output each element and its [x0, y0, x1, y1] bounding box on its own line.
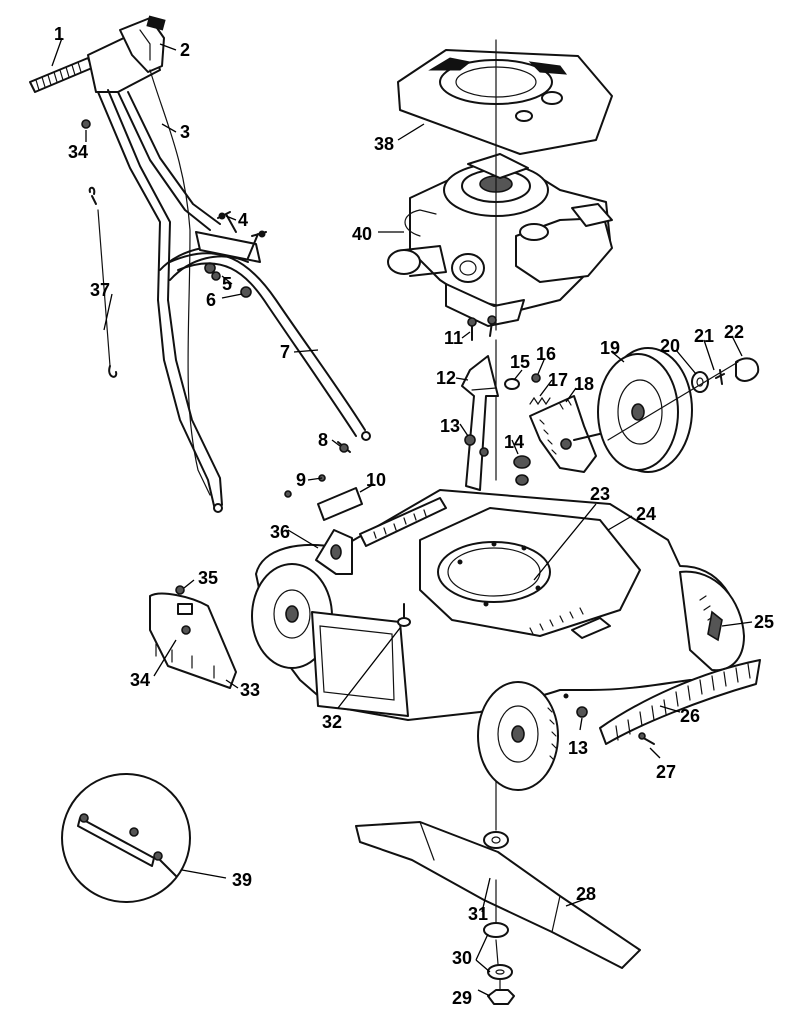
upper-handle-right-tube: [117, 91, 221, 231]
callout-21: 21: [694, 326, 714, 346]
callout-24: 24: [636, 504, 656, 524]
callout-19: 19: [600, 338, 620, 358]
deck-trim-plate: [317, 487, 363, 521]
callout-25: 25: [754, 612, 774, 632]
wheel-clip: [715, 369, 725, 385]
callout-26: 26: [680, 706, 700, 726]
callout-22: 22: [724, 322, 744, 342]
blade-assembly: [355, 821, 641, 1005]
callout-7: 7: [280, 342, 290, 362]
callout-15: 15: [510, 352, 530, 372]
height-adjuster-plate: [529, 395, 597, 473]
mower-blade: [355, 821, 641, 969]
lower-handle: [157, 245, 251, 511]
callout-39: 39: [232, 870, 252, 890]
callout-labels: 1 2 3 4 5 6 7 8 9 10 11 12 13 13 14 15 1…: [54, 24, 774, 1008]
upper-handle-left-tube: [97, 89, 171, 301]
handle-assembly: [29, 15, 371, 513]
handle-grip: [29, 57, 93, 93]
callout-2: 2: [180, 40, 190, 60]
callout-34-upper: 34: [68, 142, 88, 162]
callout-38: 38: [374, 134, 394, 154]
callout-9: 9: [296, 470, 306, 490]
callout-13-upper: 13: [440, 416, 460, 436]
rear-wheel-assembly: [597, 347, 760, 473]
callout-16: 16: [536, 344, 556, 364]
callout-10: 10: [366, 470, 386, 490]
callout-36: 36: [270, 522, 290, 542]
control-cable: [149, 69, 211, 496]
adjuster-bracket: [461, 355, 499, 491]
leader-lines: [51, 37, 753, 997]
blade-washer-lower: [487, 964, 513, 980]
callout-40: 40: [352, 224, 372, 244]
callout-34-lower: 34: [130, 670, 150, 690]
callout-30: 30: [452, 948, 472, 968]
callout-3: 3: [180, 122, 190, 142]
callout-13-lower: 13: [568, 738, 588, 758]
callout-32: 32: [322, 712, 342, 732]
muffler: [387, 249, 421, 275]
callout-1: 1: [54, 24, 64, 44]
callout-6: 6: [206, 290, 216, 310]
detail-circle: [61, 773, 191, 903]
height-adjuster-assembly: [461, 315, 609, 491]
handle-washer: [240, 286, 252, 298]
cable-hook: [91, 195, 97, 205]
blade-nut: [487, 989, 515, 1005]
lower-handle-rod: [169, 252, 366, 437]
handle-bracket: [195, 231, 261, 263]
callout-18: 18: [574, 374, 594, 394]
engine-mount-opening: [437, 541, 551, 603]
callout-37: 37: [90, 280, 110, 300]
engine-assembly: [387, 39, 613, 831]
callout-29: 29: [452, 988, 472, 1008]
handle-bolts: [217, 211, 267, 259]
callout-17: 17: [548, 370, 568, 390]
callout-27: 27: [656, 762, 676, 782]
callout-28: 28: [576, 884, 596, 904]
callout-14: 14: [504, 432, 524, 452]
callout-33: 33: [240, 680, 260, 700]
discharge-chute: [311, 611, 409, 717]
callout-31: 31: [468, 904, 488, 924]
side-shield: [149, 585, 237, 689]
callout-20: 20: [660, 336, 680, 356]
hub-cap: [735, 357, 760, 382]
callout-12: 12: [436, 368, 456, 388]
detail-inset-39: [61, 773, 191, 903]
callout-4: 4: [238, 210, 248, 230]
blade-washer-upper: [483, 922, 509, 938]
deck-comb: [599, 659, 761, 745]
callout-8: 8: [318, 430, 328, 450]
callout-35: 35: [198, 568, 218, 588]
callout-11: 11: [444, 328, 463, 348]
blade-adapter: [483, 831, 509, 849]
mower-deck: [251, 489, 745, 791]
callout-23: 23: [590, 484, 610, 504]
adjuster-spring: [529, 396, 551, 406]
callout-5: 5: [222, 274, 232, 294]
